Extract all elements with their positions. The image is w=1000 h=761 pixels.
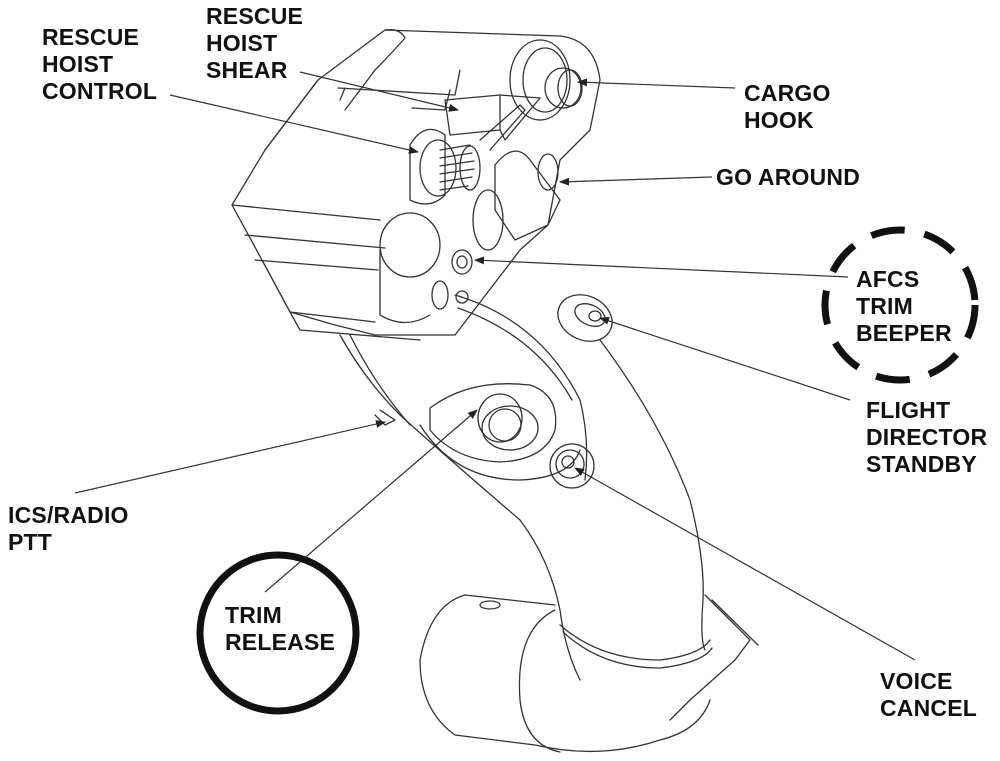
label-rescue-hoist-shear: RESCUE HOIST SHEAR	[206, 3, 303, 84]
afcs-highlight-dashed-circle	[821, 226, 979, 384]
label-line: PTT	[8, 529, 53, 555]
label-line: TRIM	[856, 293, 914, 319]
label-line: GO AROUND	[716, 164, 861, 190]
label-line: SHEAR	[206, 57, 288, 83]
label-line: STANDBY	[866, 451, 977, 477]
label-line: BEEPER	[856, 320, 952, 346]
flight-director-standby-button	[557, 294, 613, 342]
rescue-hoist-shear-switch	[444, 94, 541, 151]
leader-afcs-trim-beeper	[474, 256, 849, 278]
rescue-hoist-control-wheel	[409, 128, 481, 205]
label-line: VOICE	[880, 668, 953, 694]
go-around-switch	[472, 150, 561, 251]
leader-go-around	[559, 176, 713, 186]
label-cargo-hook: CARGO HOOK	[744, 80, 831, 134]
label-line: FLIGHT	[866, 397, 951, 423]
label-trim-release: TRIM RELEASE	[225, 602, 335, 656]
leader-cargo-hook	[577, 78, 736, 89]
leader-ics-radio-ptt	[74, 420, 386, 494]
leader-rescue-hoist-shear	[299, 71, 459, 112]
voice-cancel-button	[549, 443, 595, 489]
cargo-hook-button	[509, 39, 583, 121]
label-line: CARGO	[744, 80, 831, 106]
grip-base	[419, 594, 759, 753]
label-flight-director-standby: FLIGHT DIRECTOR STANDBY	[866, 397, 987, 478]
label-line: HOIST	[42, 51, 114, 77]
label-line: HOIST	[206, 30, 278, 56]
grip-head-housing	[231, 29, 601, 341]
trim-release-button	[477, 393, 539, 451]
leader-trim-release	[264, 409, 478, 593]
label-afcs-trim-beeper: AFCS TRIM BEEPER	[856, 266, 952, 347]
trim-release-highlight-circle	[196, 551, 360, 715]
leader-flight-director-standby	[599, 317, 851, 401]
afcs-trim-beeper-switch	[379, 212, 473, 324]
label-line: ICS/RADIO	[8, 502, 129, 528]
grip-body	[339, 294, 706, 681]
label-line: RESCUE	[42, 24, 140, 50]
label-line: CONTROL	[42, 78, 158, 104]
label-go-around: GO AROUND	[716, 164, 860, 191]
label-line: AFCS	[856, 266, 920, 292]
label-ics-radio-ptt: ICS/RADIO PTT	[8, 502, 129, 556]
label-voice-cancel: VOICE CANCEL	[880, 668, 977, 722]
label-line: TRIM	[225, 602, 283, 628]
label-line: DIRECTOR	[866, 424, 988, 450]
label-line: RELEASE	[225, 629, 336, 655]
label-line: RESCUE	[206, 3, 304, 29]
label-line: CANCEL	[880, 695, 978, 721]
leader-rescue-hoist-control	[169, 94, 419, 154]
leader-voice-cancel	[574, 467, 916, 661]
label-rescue-hoist-control: RESCUE HOIST CONTROL	[42, 24, 157, 105]
label-line: HOOK	[744, 107, 814, 133]
